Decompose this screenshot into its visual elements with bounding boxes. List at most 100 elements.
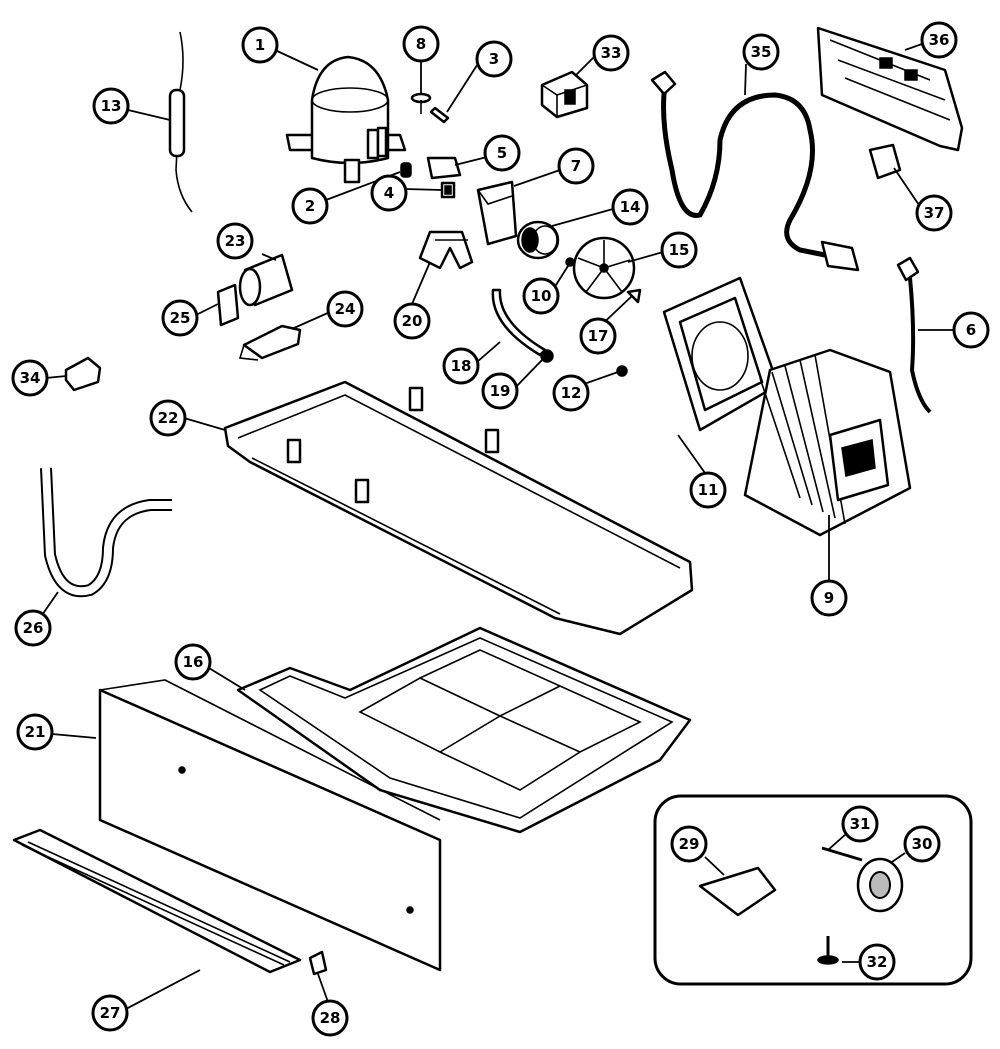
callout-9: 9 — [810, 579, 848, 617]
part-9-condenser — [743, 348, 912, 537]
callout-25: 25 — [161, 299, 199, 337]
callout-21: 21 — [16, 713, 54, 751]
callout-label: 26 — [23, 619, 44, 637]
callout-label: 10 — [531, 287, 552, 305]
callout-label: 15 — [669, 241, 690, 259]
part-22-base-plate — [223, 380, 694, 636]
part-34-switch — [64, 356, 102, 392]
callout-label: 24 — [335, 300, 356, 318]
callout-22: 22 — [149, 399, 187, 437]
callout-label: 11 — [698, 481, 719, 499]
part-16-drain-pan — [236, 626, 692, 834]
callout-11: 11 — [689, 471, 727, 509]
part-6-wire — [896, 256, 932, 414]
callout-label: 1 — [255, 36, 265, 54]
callout-10: 10 — [522, 277, 560, 315]
callout-label: 34 — [20, 369, 41, 387]
callout-label: 30 — [912, 835, 933, 853]
callout-1: 1 — [241, 26, 279, 64]
callout-label: 16 — [183, 653, 204, 671]
callout-label: 3 — [489, 50, 499, 68]
part-12-nut — [616, 365, 628, 377]
callout-label: 17 — [588, 327, 609, 345]
callout-label: 5 — [497, 144, 507, 162]
callout-33: 33 — [592, 34, 630, 72]
callout-label: 32 — [867, 953, 888, 971]
part-24-harness — [238, 324, 302, 361]
callout-label: 25 — [170, 309, 191, 327]
callout-label: 18 — [451, 357, 472, 375]
callout-label: 36 — [929, 31, 950, 49]
callout-label: 27 — [100, 1004, 121, 1022]
part-4-clip — [440, 181, 456, 199]
callout-20: 20 — [393, 302, 431, 340]
part-19-nut — [540, 349, 554, 363]
callout-label: 8 — [416, 35, 426, 53]
callout-19: 19 — [481, 372, 519, 410]
callout-label: 19 — [490, 382, 511, 400]
part-8-screw — [410, 92, 432, 114]
callout-37: 37 — [915, 194, 953, 232]
part-20-bracket — [418, 230, 474, 270]
callout-6: 6 — [952, 311, 990, 349]
callout-18: 18 — [442, 347, 480, 385]
callout-label: 33 — [601, 44, 622, 62]
callout-28: 28 — [311, 999, 349, 1037]
part-32-leveler — [817, 936, 839, 965]
callout-17: 17 — [579, 317, 617, 355]
callout-label: 6 — [966, 321, 976, 339]
part-15-fan-blade — [572, 236, 636, 300]
callout-31: 31 — [841, 805, 879, 843]
callout-label: 35 — [751, 43, 772, 61]
callout-3: 3 — [475, 40, 513, 78]
callout-12: 12 — [552, 374, 590, 412]
part-23-capacitor — [238, 253, 294, 307]
callout-35: 35 — [742, 33, 780, 71]
callout-34: 34 — [11, 359, 49, 397]
callout-32: 32 — [858, 943, 896, 981]
part-37-switch — [868, 143, 902, 180]
inset-box — [653, 794, 973, 986]
callout-label: 20 — [402, 312, 423, 330]
part-2-grommet — [400, 162, 412, 178]
callout-36: 36 — [920, 21, 958, 59]
part-28-clip — [308, 950, 328, 976]
callout-label: 9 — [824, 589, 834, 607]
part-27-grille — [12, 828, 302, 974]
part-36-housing — [816, 26, 964, 152]
part-35-cord — [650, 70, 860, 272]
callout-2: 2 — [291, 187, 329, 225]
callout-label: 2 — [305, 197, 315, 215]
callout-label: 22 — [158, 409, 179, 427]
part-17-clip — [626, 288, 642, 304]
callout-27: 27 — [91, 994, 129, 1032]
callout-label: 12 — [561, 384, 582, 402]
part-14-fan-motor — [516, 220, 560, 260]
callout-label: 23 — [225, 232, 246, 250]
callout-30: 30 — [903, 825, 941, 863]
part-3-pin — [429, 106, 450, 124]
part-29-bracket — [698, 866, 777, 917]
callout-26: 26 — [14, 609, 52, 647]
callout-label: 21 — [25, 723, 46, 741]
callout-5: 5 — [483, 134, 521, 172]
callout-label: 4 — [384, 184, 394, 202]
part-11-fan-shroud — [662, 276, 780, 432]
callout-label: 37 — [924, 204, 945, 222]
callout-4: 4 — [370, 174, 408, 212]
callout-8: 8 — [402, 25, 440, 63]
part-25-bracket — [216, 283, 240, 327]
callout-16: 16 — [174, 643, 212, 681]
callout-label: 29 — [679, 835, 700, 853]
part-7-capacitor — [476, 180, 518, 246]
callout-23: 23 — [216, 222, 254, 260]
callout-13: 13 — [92, 87, 130, 125]
part-5-relay — [426, 156, 462, 180]
part-1-compressor — [285, 55, 407, 184]
callout-15: 15 — [660, 231, 698, 269]
callout-14: 14 — [611, 188, 649, 226]
part-10-nut — [565, 257, 575, 267]
callout-7: 7 — [557, 147, 595, 185]
callout-label: 14 — [620, 198, 641, 216]
